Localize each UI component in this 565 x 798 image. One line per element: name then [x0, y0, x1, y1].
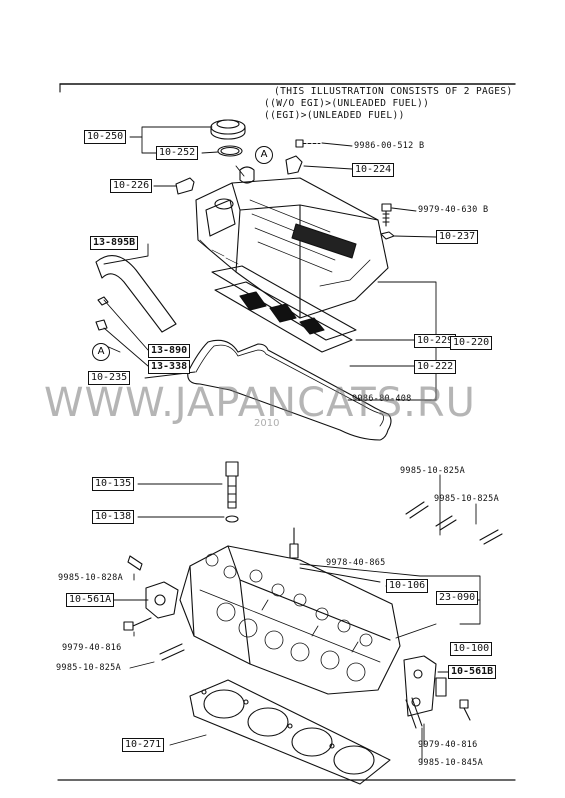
bolt-right-icon: [405, 697, 471, 729]
baffle-plate-icon: [211, 265, 357, 353]
label-23-090[interactable]: 23-090: [436, 591, 479, 605]
label-9985-10-845a[interactable]: 9985-10-845A: [418, 758, 484, 768]
label-9979-40-816-right[interactable]: 9979-40-816: [418, 740, 478, 750]
label-9978-40-865[interactable]: 9978-40-865: [326, 558, 386, 568]
bracket-icon: [175, 177, 195, 195]
cylinder-head-icon: [179, 545, 401, 695]
label-10-135[interactable]: 10-135: [92, 477, 135, 491]
watermark-text: WWW.JAPANCATS.RU: [44, 380, 476, 426]
label-10-220[interactable]: 10-220: [450, 336, 493, 350]
washer-icon: [380, 231, 395, 240]
head-bolt-icon: [225, 461, 239, 509]
label-10-106[interactable]: 10-106: [386, 579, 429, 593]
watermark-year: 2010: [254, 418, 280, 429]
plug-icon: [239, 166, 255, 184]
label-10-237[interactable]: 10-237: [436, 230, 479, 244]
breather-hose-icon: [95, 255, 177, 333]
screw-icon: [295, 139, 321, 148]
label-9985-10-825a-right[interactable]: 9985-10-825A: [434, 494, 500, 504]
grommet-icon: [95, 319, 108, 331]
header-line-3: ((EGI)>(UNLEADED FUEL)): [264, 110, 405, 121]
label-10-271[interactable]: 10-271: [122, 738, 165, 752]
oil-filler-cap-icon: [210, 119, 246, 140]
label-9979-40-630b[interactable]: 9979-40-630 B: [418, 205, 489, 215]
label-10-250[interactable]: 10-250: [84, 130, 127, 144]
label-10-226[interactable]: 10-226: [110, 179, 153, 193]
label-10-222[interactable]: 10-222: [414, 360, 457, 374]
cylinder-head-cover-icon: [195, 177, 389, 319]
label-9986-80-408[interactable]: 9986-80-408: [352, 394, 412, 404]
header-line-2: ((W/O EGI)>(UNLEADED FUEL)): [264, 98, 430, 109]
label-13-338[interactable]: 13-338: [148, 360, 191, 374]
label-10-138[interactable]: 10-138: [92, 510, 135, 524]
stud-icon-set: [127, 501, 503, 661]
label-10-252[interactable]: 10-252: [156, 146, 199, 160]
label-10-235[interactable]: 10-235: [88, 371, 131, 385]
label-9986-00-512b[interactable]: 9986-00-512 B: [354, 141, 425, 151]
label-13-895b[interactable]: 13-895B: [90, 236, 139, 250]
pcv-valve-icon: [285, 155, 303, 175]
head-cover-gasket-icon: [187, 339, 392, 441]
head-gasket-icon: [189, 679, 391, 785]
bracket-a-icon: [145, 581, 179, 619]
label-9985-10-825a-top[interactable]: 9985-10-825A: [400, 466, 466, 476]
bolt-icon: [381, 203, 392, 227]
header-line-1: (THIS ILLUSTRATION CONSISTS OF 2 PAGES): [274, 86, 513, 97]
lower-stud-icon: [159, 643, 185, 661]
ref-marker-a-left: A: [92, 343, 110, 361]
label-13-890[interactable]: 13-890: [148, 344, 191, 358]
ref-marker-a-top: A: [255, 146, 273, 164]
label-10-561a[interactable]: 10-561A: [66, 593, 115, 607]
head-bolt-washer-icon: [225, 515, 239, 523]
label-10-224[interactable]: 10-224: [352, 163, 395, 177]
label-10-561b[interactable]: 10-561B: [448, 665, 497, 679]
cap-seal-icon: [217, 145, 243, 157]
label-9985-10-825a-left[interactable]: 9985-10-825A: [56, 663, 122, 673]
bolt-left-icon: [123, 617, 152, 631]
label-9985-10-828a[interactable]: 9985-10-828A: [58, 573, 124, 583]
clip-icon: [97, 296, 109, 306]
label-9979-40-816-left[interactable]: 9979-40-816: [62, 643, 122, 653]
label-10-100[interactable]: 10-100: [450, 642, 493, 656]
bracket-b-icon: [403, 655, 447, 717]
